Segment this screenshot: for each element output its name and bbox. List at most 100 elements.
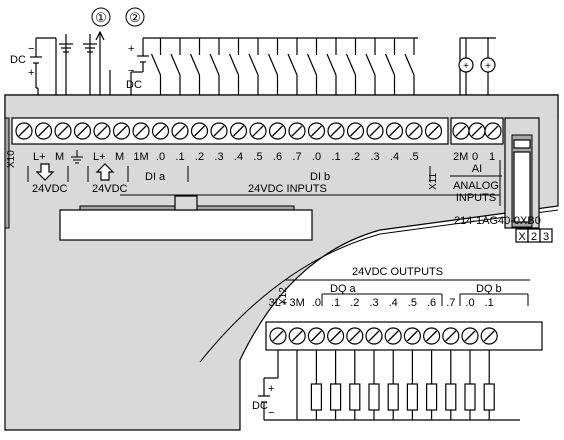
output-load-icon — [426, 350, 438, 420]
connector-x12: X12 — [278, 287, 289, 305]
output-terminal-screw — [269, 327, 287, 345]
input-terminal-screw — [405, 122, 423, 140]
output-terminal-labels: 3L+3M.0.1.2.3.4.5.6.7.0.1 — [269, 297, 494, 309]
output-terminal-screw — [288, 327, 306, 345]
outputs-title: 24VDC OUTPUTS — [352, 266, 443, 278]
callout-circle-2 — [125, 7, 145, 27]
dc-label-left: DC — [10, 54, 26, 66]
analog-screws — [452, 122, 502, 140]
output-terminal-screw — [403, 327, 421, 345]
input-terminal-screw — [424, 122, 443, 140]
output-terminal-label: 3M — [290, 297, 305, 309]
output-terminal-label: .7 — [446, 297, 455, 309]
output-group-dqa: DQ a — [330, 283, 357, 295]
input-terminal-screw — [34, 122, 53, 140]
output-terminal-screw — [384, 327, 402, 345]
callout-2: ② — [129, 10, 141, 25]
input-terminal-label: .1 — [175, 151, 184, 163]
dc-minus-bottom: − — [268, 407, 274, 419]
inputs-title: 24VDC INPUTS — [248, 183, 327, 195]
output-load-icon — [330, 350, 342, 420]
output-terminal-label: .1 — [331, 297, 340, 309]
output-load-icon — [445, 350, 457, 420]
analog-terminal-screw — [468, 122, 486, 140]
output-load-icon — [483, 350, 495, 420]
analog-ai-label: AI — [472, 163, 482, 175]
input-terminal-screw — [132, 122, 150, 140]
terminal-label-m: M — [55, 151, 64, 163]
output-load-icon — [349, 350, 361, 420]
output-terminal-label: 3L+ — [269, 297, 288, 309]
output-load-icon — [406, 350, 418, 420]
input-terminal-label: .2 — [351, 151, 360, 163]
output-terminal-label: .1 — [485, 297, 494, 309]
input-terminal-screw — [54, 122, 72, 140]
ground-icon — [71, 150, 83, 164]
input-terminal-label: .5 — [253, 151, 262, 163]
group-label-dia: DI a — [145, 171, 166, 183]
input-terminal-screw — [249, 122, 267, 140]
analog-title-2: INPUTS — [456, 192, 496, 204]
input-terminal-label: .2 — [195, 151, 204, 163]
analog-terminal-screw — [484, 122, 502, 140]
input-terminal-screw — [346, 122, 365, 140]
output-terminal-label: .4 — [389, 297, 398, 309]
input-terminal-screw — [112, 122, 131, 140]
version-2: 2 — [531, 231, 537, 243]
output-terminal-screw — [365, 327, 383, 345]
output-terminal-screw — [461, 327, 479, 345]
terminal-label-m-2: M — [115, 151, 124, 163]
input-terminal-label: .5 — [409, 151, 418, 163]
input-terminal-screw — [385, 122, 404, 140]
dc-plus-left: + — [28, 67, 34, 79]
analog-terminal-screw — [452, 122, 470, 140]
analog-title-1: ANALOG — [453, 180, 499, 192]
dc-plus-right: + — [128, 43, 134, 55]
door-latch — [174, 195, 198, 211]
connector-x10: X10 — [6, 150, 17, 168]
input-terminal-labels: 1M.0.1.2.3.4.5.6.7.0.1.2.3.4.5 — [133, 151, 418, 163]
version-box — [539, 228, 553, 243]
output-terminal-label: .0 — [312, 297, 321, 309]
output-group-dqb: DQ b — [476, 283, 502, 295]
input-wiring: ① ② DC − + + − DC — [10, 7, 496, 120]
analog-label-2m: 2M — [453, 151, 468, 163]
input-terminal-label: .1 — [331, 151, 340, 163]
output-terminal-label: .5 — [408, 297, 417, 309]
output-wiring: DC + − — [252, 350, 520, 421]
analog-label-1: 1 — [489, 151, 495, 163]
input-terminal-screw — [73, 122, 92, 140]
input-terminal-screw — [151, 122, 170, 140]
order-number: 214-1AG40-0XB0 — [454, 215, 541, 227]
output-screws — [269, 327, 498, 345]
input-terminal-label: .6 — [273, 151, 282, 163]
input-screws — [15, 122, 443, 140]
callout-1: ① — [95, 10, 107, 25]
power-group-label-1: 24VDC — [32, 183, 68, 195]
output-terminal-label: .3 — [369, 297, 378, 309]
input-terminal-label: 1M — [133, 151, 148, 163]
input-terminal-screw — [210, 122, 228, 140]
input-terminal-screw — [307, 122, 326, 140]
callout-circle-1 — [91, 7, 111, 27]
input-terminal-label: .3 — [370, 151, 379, 163]
output-terminal-screw — [327, 327, 345, 345]
group-label-dib: DI b — [310, 171, 330, 183]
version-x: X — [518, 231, 526, 243]
terminal-label-lplus-2: L+ — [93, 151, 106, 163]
output-terminal-screw — [480, 327, 498, 345]
input-terminal-screw — [229, 122, 248, 140]
output-terminal-label: .2 — [350, 297, 359, 309]
dc-plus-bottom: + — [268, 383, 274, 395]
sensor-plus: + — [463, 61, 469, 72]
output-terminal-screw — [346, 327, 364, 345]
input-terminal-screw — [171, 122, 189, 140]
terminal-label-lplus: L+ — [33, 151, 46, 163]
input-terminal-label: .4 — [390, 151, 399, 163]
input-terminal-label: .4 — [234, 151, 243, 163]
output-terminal-screw — [307, 327, 325, 345]
plc-module-body: X10 L+ M L+ M 24VDC 24VDC 1M.0.1.2.3.4.5… — [4, 94, 559, 431]
arrow-down-icon — [35, 163, 55, 181]
